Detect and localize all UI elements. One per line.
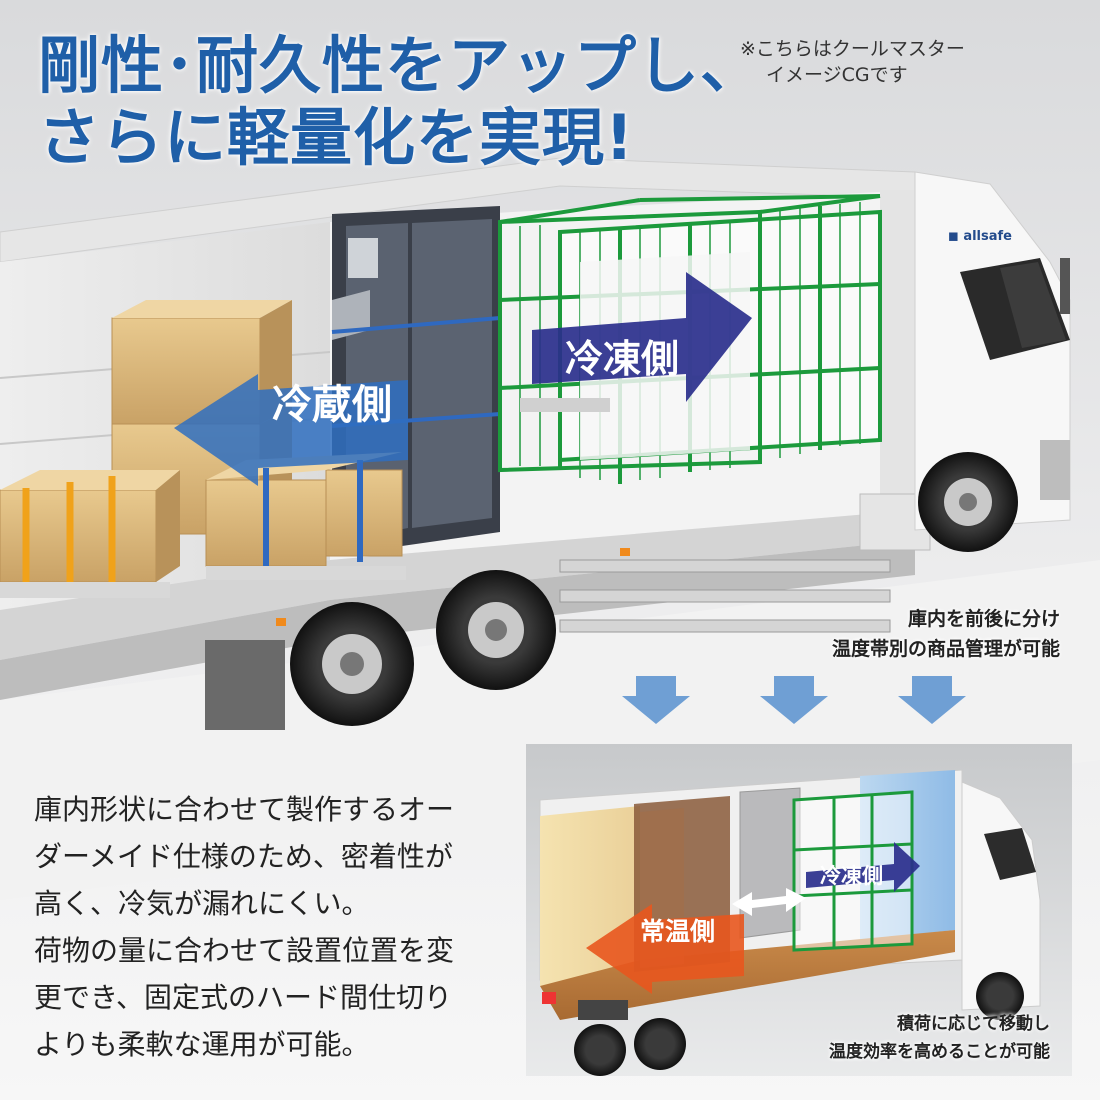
- cg-note-line1: ※こちらはクールマスター: [740, 38, 965, 60]
- caption-bottom: 積荷に応じて移動し 温度効率を高めることが可能: [760, 1010, 1050, 1066]
- down-arrows: [622, 676, 966, 724]
- caption-bottom-line1: 積荷に応じて移動し: [897, 1014, 1050, 1034]
- frozen-small-arrow: [806, 842, 920, 892]
- inset-illustration: [526, 744, 1072, 1076]
- caption-top-line2: 温度帯別の商品管理が可能: [831, 638, 1060, 660]
- description-line4: 荷物の量に合わせて設置位置を変: [34, 934, 455, 967]
- description-line2: ダーメイド仕様のため、密着性が: [34, 840, 453, 873]
- caption-top-line1: 庫内を前後に分け: [907, 608, 1060, 630]
- inset-frozen-label: 冷凍側: [820, 864, 883, 888]
- frozen-label: 冷凍側: [565, 337, 680, 381]
- ambient-label: 常温側: [640, 917, 716, 946]
- cg-note-line2: イメージCGです: [766, 64, 908, 86]
- cab-logo: ◼ allsafe: [948, 229, 1012, 244]
- refrigerated-arrow: [174, 374, 408, 486]
- headline: 剛性･耐久性をアップし、 さらに軽量化を実現!: [38, 30, 763, 174]
- caption-top: 庫内を前後に分け 温度帯別の商品管理が可能: [740, 604, 1060, 664]
- ambient-arrow: [586, 904, 744, 994]
- headline-line2: さらに軽量化を実現!: [38, 101, 635, 174]
- description-line5: 更でき、固定式のハード間仕切り: [34, 981, 453, 1014]
- caption-bottom-line2: 温度効率を高めることが可能: [829, 1042, 1050, 1062]
- description-line1: 庫内形状に合わせて製作するオー: [34, 793, 455, 826]
- description-line6: よりも柔軟な運用が可能。: [34, 1028, 370, 1061]
- headline-line1: 剛性･耐久性をアップし、: [38, 29, 764, 102]
- frozen-arrow: [532, 272, 752, 402]
- description-line3: 高く、冷気が漏れにくい。: [34, 887, 370, 920]
- refrigerated-label: 冷蔵側: [272, 382, 392, 428]
- description: 庫内形状に合わせて製作するオー ダーメイド仕様のため、密着性が 高く、冷気が漏れ…: [34, 786, 504, 1068]
- cg-note: ※こちらはクールマスター イメージCGです: [740, 36, 965, 88]
